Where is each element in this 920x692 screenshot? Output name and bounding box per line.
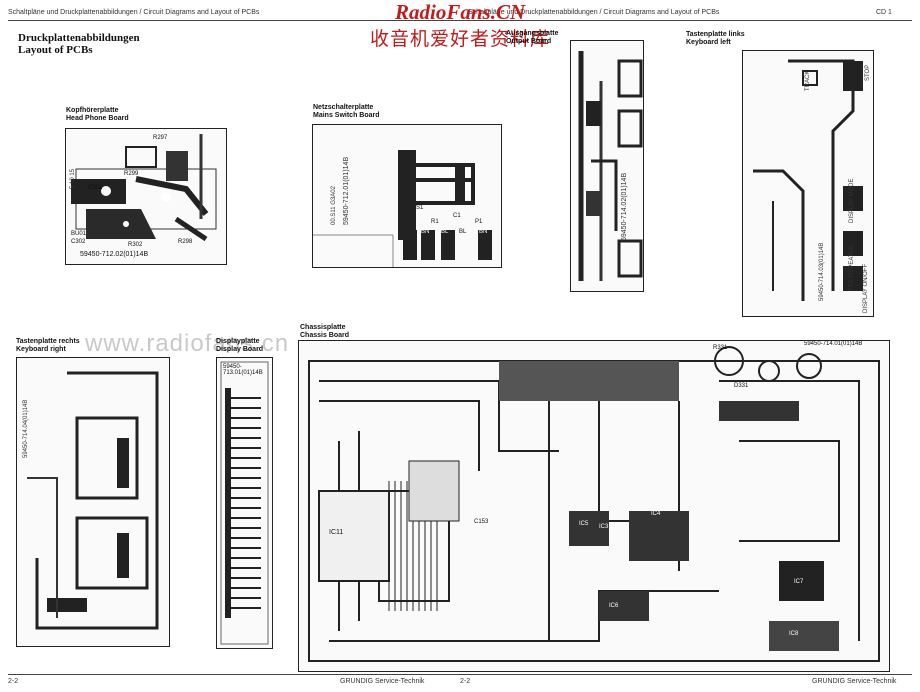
page-title: Druckplattenabbildungen Layout of PCBs bbox=[18, 32, 140, 56]
headphone-label-c301: C301 bbox=[88, 185, 103, 191]
kbleft-board-title: Tastenplatte links Keyboard left bbox=[686, 31, 745, 47]
footer-left-brand: GRUNDIG Service-Technik bbox=[340, 678, 425, 685]
footer-rule bbox=[8, 674, 912, 675]
display-part-no: 59450-713.01(01)14B bbox=[223, 364, 263, 376]
headphone-label-bu01: BU01 bbox=[71, 231, 87, 237]
display-traces bbox=[220, 361, 269, 645]
chassis-part-no: 59450-714.01(01)14B bbox=[804, 341, 863, 347]
chassis-label-ic8: IC8 bbox=[789, 631, 799, 637]
output-title-en: Output Board bbox=[506, 38, 552, 45]
kbright-part-no: 59450-714.04(01)14B bbox=[23, 399, 29, 458]
header-right: CD 1 bbox=[876, 9, 892, 16]
chassis-board: IC11 IC3 IC4 IC5 IC6 IC7 IC8 C153 D331 R… bbox=[298, 340, 890, 672]
headphone-traces bbox=[71, 134, 217, 242]
mains-label-c1: C1 bbox=[453, 213, 461, 219]
chassis-label-d331: D331 bbox=[734, 383, 749, 389]
footer-right-brand: GRUNDIG Service-Technik bbox=[812, 678, 897, 685]
kbleft-part-no: 59450-714.03(01)14B bbox=[819, 242, 825, 301]
mains-switch-board: 00.S11 G3A02 59450-712.01(01)14B S1 C1 P… bbox=[312, 124, 502, 268]
kbright-title-de: Tastenplatte rechts bbox=[16, 338, 80, 345]
kbleft-label-track: TRACK bbox=[805, 70, 811, 91]
output-traces bbox=[578, 51, 643, 281]
display-board: 59450-713.01(01)14B bbox=[216, 357, 273, 649]
chassis-title-de: Chassisplatte bbox=[300, 324, 346, 331]
kbleft-label-repeat: REPEAT bbox=[849, 253, 855, 277]
chassis-label-ic7: IC7 bbox=[794, 579, 804, 585]
kbleft-label-display-onoff: DISPLAY ON/OFF bbox=[863, 263, 869, 313]
chassis-label-ic6: IC6 bbox=[609, 603, 619, 609]
chassis-label-ic3: IC3 bbox=[599, 524, 609, 530]
headphone-label-r299: R299 bbox=[124, 171, 139, 177]
headphone-part-no: 59450-712.02(01)14B bbox=[80, 251, 149, 258]
output-board: 59450-714.02(01)14B bbox=[570, 40, 644, 292]
mains-label-bn1: BN bbox=[421, 229, 430, 235]
mains-label-p1: P1 bbox=[475, 219, 483, 225]
footer-right-page: 2-2 bbox=[460, 678, 471, 685]
output-title-de: Ausgangsplatte bbox=[506, 30, 559, 37]
chassis-label-ic11: IC11 bbox=[329, 529, 344, 536]
mains-title-en: Mains Switch Board bbox=[313, 112, 380, 119]
kbleft-title-en: Keyboard left bbox=[686, 39, 731, 46]
mains-label-bl2: BL bbox=[459, 229, 467, 235]
kbright-board-title: Tastenplatte rechts Keyboard right bbox=[16, 338, 80, 354]
mains-vert-part: 59450-712.01(01)14B bbox=[343, 156, 350, 225]
mains-title-de: Netzschalterplatte bbox=[313, 104, 374, 111]
chassis-board-title: Chassisplatte Chassis Board bbox=[300, 324, 349, 340]
footer-left-page: 2-2 bbox=[8, 678, 19, 685]
watermark-subtitle: 收音机爱好者资料库 bbox=[370, 28, 551, 50]
display-title-de: Displayplatte bbox=[216, 338, 260, 345]
watermark-url: www.radiofans.cn bbox=[85, 330, 290, 357]
kbleft-label-display-mode: DISPLAY MODE bbox=[849, 178, 855, 223]
headphone-vert-text: 5 10 15 bbox=[70, 168, 76, 189]
header-left: Schaltpläne und Druckplattenabbildungen … bbox=[8, 9, 260, 16]
mains-traces bbox=[313, 150, 492, 267]
output-part-no: 59450-714.02(01)14B bbox=[621, 172, 628, 241]
headphone-board: 5 10 15 R297 R298 C301 C302 R302 R299 BU… bbox=[65, 128, 227, 265]
kbright-title-en: Keyboard right bbox=[16, 346, 66, 353]
mains-board-title: Netzschalterplatte Mains Switch Board bbox=[313, 104, 380, 120]
mains-label-r1: R1 bbox=[431, 219, 439, 225]
header-mid: Schaltpläne und Druckplattenabbildungen … bbox=[468, 9, 720, 16]
display-title-en: Display Board bbox=[216, 346, 264, 353]
headphone-title-en: Head Phone Board bbox=[66, 115, 129, 122]
keyboard-right-board: 59450-714.04(01)14B bbox=[16, 357, 170, 647]
page-title-de: Druckplattenabbildungen bbox=[18, 32, 140, 44]
kbleft-title-de: Tastenplatte links bbox=[686, 31, 745, 38]
chassis-label-c153: C153 bbox=[474, 519, 489, 525]
chassis-traces bbox=[308, 346, 880, 662]
keyboard-left-board: 59450-714.03(01)14B TRACK STOP DISPLAY M… bbox=[742, 50, 874, 317]
mains-label-s1: S1 bbox=[416, 205, 424, 211]
mains-label-bl1: BL bbox=[441, 229, 449, 235]
headphone-title-de: Kopfhörerplatte bbox=[66, 107, 119, 114]
headphone-label-c302: C302 bbox=[71, 239, 86, 245]
kbleft-label-fts: FTS bbox=[849, 279, 855, 291]
chassis-label-ic4: IC4 bbox=[651, 511, 661, 517]
headphone-label-r297: R297 bbox=[153, 135, 168, 141]
chassis-title-en: Chassis Board bbox=[300, 332, 350, 339]
headphone-board-title: Kopfhörerplatte Head Phone Board bbox=[66, 107, 129, 123]
header-rule bbox=[8, 20, 912, 21]
chassis-label-ic5: IC5 bbox=[579, 521, 589, 527]
display-board-title: Displayplatte Display Board bbox=[216, 338, 263, 354]
chassis-label-r331: R331 bbox=[713, 345, 728, 351]
mains-vert-text-a: 00.S11 G3A02 bbox=[331, 186, 337, 225]
kbleft-label-stop: STOP bbox=[865, 64, 871, 81]
watermark-title: RadioFans.CN bbox=[395, 0, 526, 24]
headphone-label-r298: R298 bbox=[178, 239, 193, 245]
output-board-title: Ausgangsplatte Output Board bbox=[506, 30, 559, 46]
page-title-en: Layout of PCBs bbox=[18, 44, 93, 56]
kbright-traces bbox=[27, 371, 159, 630]
headphone-label-r302: R302 bbox=[128, 242, 143, 248]
kbleft-traces bbox=[753, 59, 863, 301]
mains-label-bn2: BN bbox=[479, 229, 488, 235]
